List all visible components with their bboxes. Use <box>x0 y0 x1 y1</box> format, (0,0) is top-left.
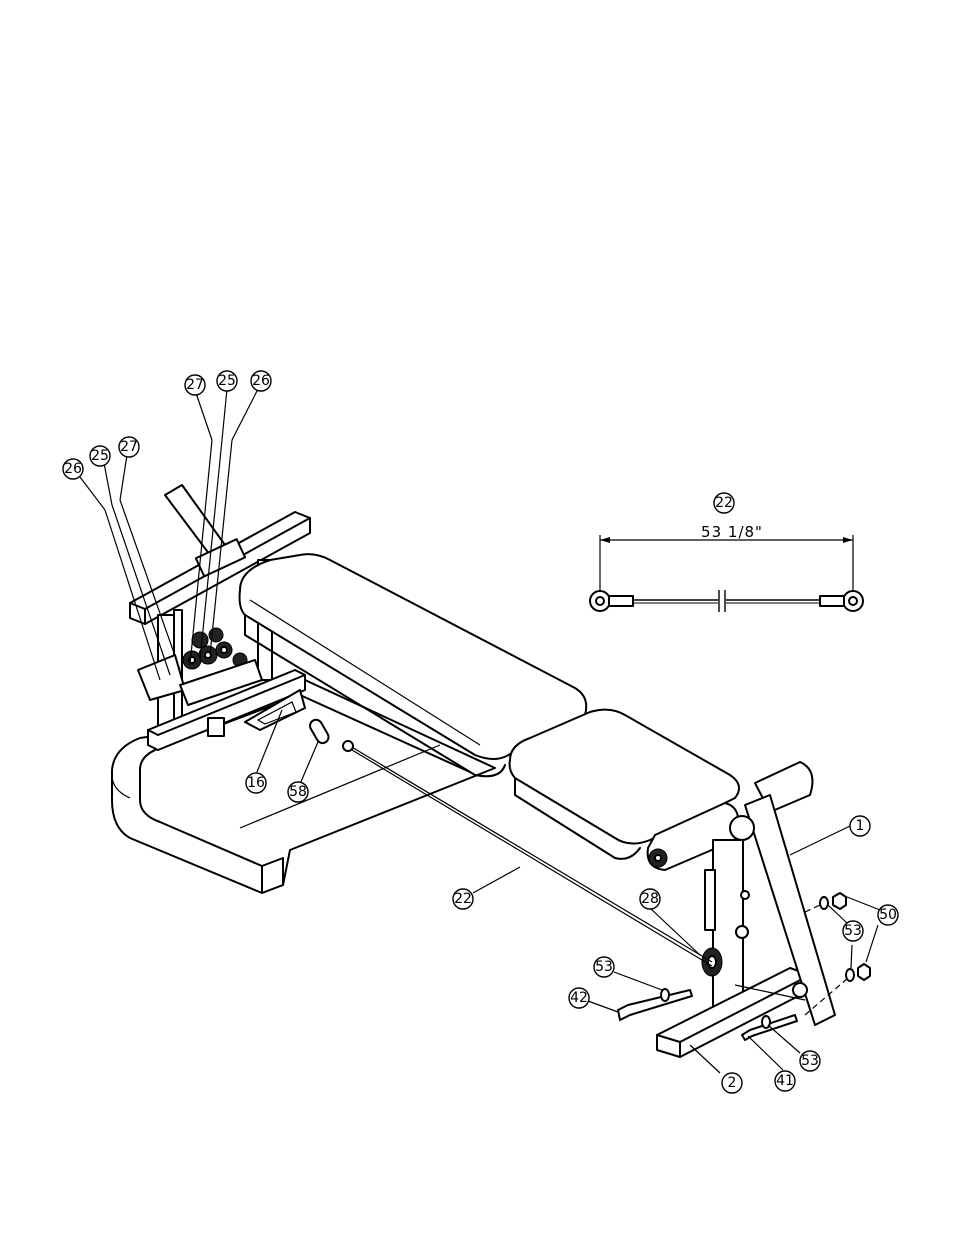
callout-25-top: 25 <box>217 371 237 391</box>
cable-detail: 22 53 1/8" <box>590 493 863 612</box>
callout-53-right: 53 <box>843 921 863 941</box>
callout-22-body: 22 <box>453 889 473 909</box>
callout-53-left: 53 <box>594 957 614 977</box>
svg-text:53: 53 <box>595 959 613 975</box>
callout-27-left: 27 <box>119 437 139 457</box>
svg-text:27: 27 <box>186 377 204 393</box>
svg-text:26: 26 <box>64 461 82 477</box>
callout-26-top: 26 <box>251 371 271 391</box>
svg-text:50: 50 <box>879 907 897 923</box>
callout-28: 28 <box>640 889 660 909</box>
svg-text:16: 16 <box>247 775 265 791</box>
cable-drawing <box>590 590 863 612</box>
svg-text:42: 42 <box>570 990 588 1006</box>
svg-text:53: 53 <box>801 1053 819 1069</box>
svg-text:22: 22 <box>454 891 472 907</box>
svg-text:22: 22 <box>715 495 733 511</box>
callout-27-top: 27 <box>185 375 205 395</box>
callout-22-detail: 22 <box>714 493 734 513</box>
svg-text:27: 27 <box>120 439 138 455</box>
callout-2: 2 <box>722 1073 742 1093</box>
callout-16: 16 <box>246 773 266 793</box>
callout-53-bottom: 53 <box>800 1051 820 1071</box>
svg-text:25: 25 <box>91 448 109 464</box>
callout-41: 41 <box>775 1071 795 1091</box>
callout-42: 42 <box>569 988 589 1008</box>
callout-1: 1 <box>850 816 870 836</box>
svg-text:28: 28 <box>641 891 659 907</box>
svg-text:26: 26 <box>252 373 270 389</box>
callout-58: 58 <box>288 782 308 802</box>
svg-text:58: 58 <box>289 784 307 800</box>
svg-text:1: 1 <box>856 818 865 834</box>
callout-50: 50 <box>878 905 898 925</box>
svg-text:41: 41 <box>776 1073 794 1089</box>
svg-text:53: 53 <box>844 923 862 939</box>
callout-25-left: 25 <box>90 446 110 466</box>
svg-text:2: 2 <box>728 1075 737 1091</box>
callout-26-left: 26 <box>63 459 83 479</box>
svg-text:25: 25 <box>218 373 236 389</box>
cable-length-label: 53 1/8" <box>701 523 763 541</box>
